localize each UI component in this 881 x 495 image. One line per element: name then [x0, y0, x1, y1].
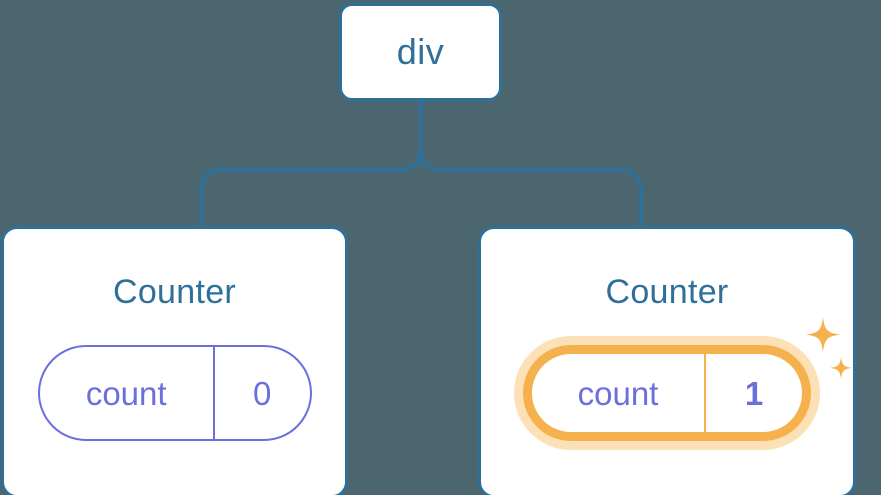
state-pill-right-highlighted[interactable]: count 1 — [523, 345, 811, 441]
state-key: count — [85, 374, 167, 412]
sparkle-small-icon — [830, 357, 852, 379]
state-pill-wrapper-left: count 0 — [37, 345, 312, 441]
tree-node-div[interactable]: div — [339, 3, 502, 101]
component-card-counter-right[interactable]: Counter count 1 — [478, 226, 856, 495]
state-key: count — [577, 374, 659, 412]
tree-node-div-label: div — [396, 31, 445, 72]
state-value: 0 — [253, 374, 272, 412]
state-pill-left[interactable]: count 0 — [37, 345, 312, 441]
sparkle-large-icon — [805, 317, 841, 353]
state-pill-divider — [212, 347, 215, 439]
state-value: 1 — [744, 374, 764, 412]
state-pill-wrapper-right: count 1 — [523, 317, 852, 441]
state-pill-divider — [704, 354, 706, 432]
component-title: Counter — [112, 273, 237, 311]
component-title: Counter — [605, 273, 729, 311]
component-card-counter-left[interactable]: Counter count 0 — [1, 226, 348, 495]
